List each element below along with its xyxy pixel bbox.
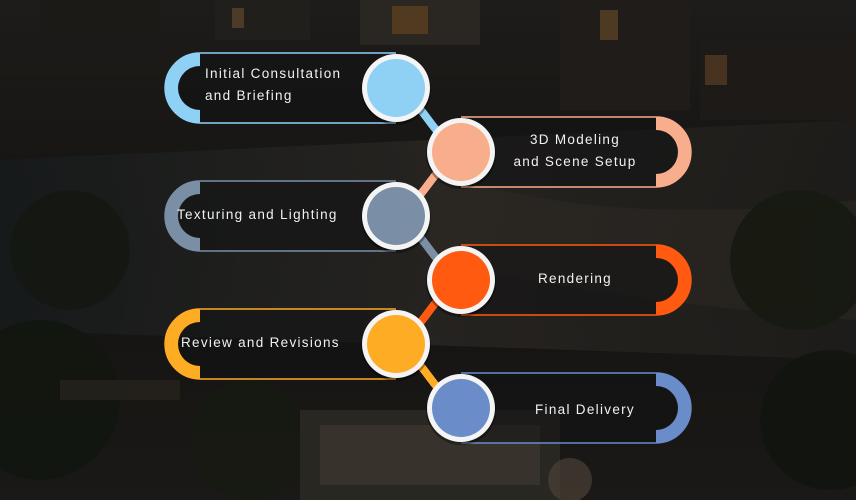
circle-3d-modeling	[426, 118, 496, 189]
step-body	[461, 373, 691, 443]
step-initial-consultation	[164, 52, 396, 124]
step-circles	[361, 54, 496, 445]
step-cap	[656, 373, 691, 443]
step-line: and Scene Setup	[513, 154, 637, 169]
circle-fill	[367, 187, 425, 245]
circle-fill	[367, 59, 425, 117]
step-label-review-revisions: Review and Revisions	[181, 332, 340, 354]
step-label-texturing-lighting: Texturing and Lighting	[177, 204, 338, 226]
step-cap	[656, 245, 691, 315]
circle-fill	[367, 315, 425, 373]
circle-texturing-lighting	[361, 182, 431, 253]
step-line: Rendering	[538, 271, 612, 286]
step-body	[165, 181, 396, 251]
step-line: Texturing and Lighting	[177, 207, 338, 222]
step-label-rendering: Rendering	[500, 268, 650, 290]
circle-fill	[432, 123, 490, 181]
step-line: Review and Revisions	[181, 335, 340, 350]
step-rendering	[461, 244, 692, 316]
step-line: and Briefing	[205, 88, 293, 103]
step-body	[165, 53, 396, 123]
circle-fill	[432, 251, 490, 309]
step-shapes	[164, 52, 692, 444]
step-line: Initial Consultation	[205, 66, 342, 81]
circle-rendering	[426, 246, 496, 317]
step-cap	[165, 181, 200, 251]
step-line: 3D Modeling	[529, 132, 621, 147]
step-review-revisions	[164, 308, 396, 380]
step-cap	[165, 309, 200, 379]
step-line: Final Delivery	[535, 402, 635, 417]
step-texturing-lighting	[164, 180, 396, 252]
step-label-initial-consultation: Initial Consultation and Briefing	[205, 63, 341, 107]
step-final-delivery	[461, 372, 692, 444]
step-body	[165, 309, 396, 379]
step-label-final-delivery: Final Delivery	[510, 399, 660, 421]
circle-fill	[432, 379, 490, 437]
step-cap	[165, 53, 200, 123]
circle-review-revisions	[361, 310, 431, 381]
circle-initial-consultation	[361, 54, 431, 125]
step-label-3d-modeling: 3D Modeling and Scene Setup	[500, 129, 650, 173]
step-3d-modeling	[461, 116, 692, 188]
circle-final-delivery	[426, 374, 496, 445]
step-body	[461, 117, 691, 187]
step-body	[461, 245, 691, 315]
step-cap	[656, 117, 691, 187]
